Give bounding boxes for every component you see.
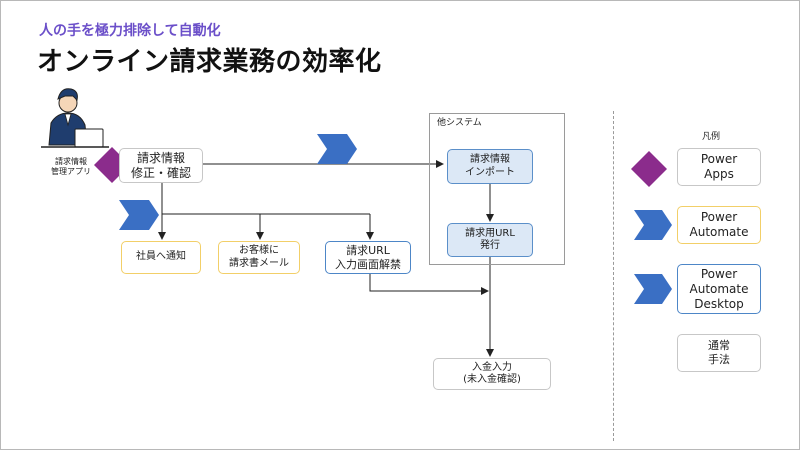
legend-divider	[613, 111, 614, 441]
import-box: 請求情報 インポート	[447, 149, 533, 184]
power-automate-chevron-icon	[119, 200, 159, 230]
other-system-region	[429, 113, 565, 265]
actor-label: 請求情報 管理アプリ	[51, 157, 91, 176]
legend-normal-method-box: 通常 手法	[677, 334, 761, 372]
slide-subtitle: 人の手を極力排除して自動化	[39, 23, 221, 39]
slide-title: オンライン請求業務の効率化	[37, 47, 382, 77]
legend-power-automate-desktop-icon	[634, 274, 672, 304]
power-automate-chevron-icon	[317, 134, 357, 164]
legend-power-apps-icon	[631, 151, 667, 187]
legend-title: 凡例	[701, 132, 720, 142]
other-system-label: 他システム	[437, 118, 482, 128]
payment-input-box: 入金入力 (未入金確認)	[433, 358, 551, 390]
person-at-laptop-icon	[41, 88, 109, 148]
url-issue-box: 請求用URL 発行	[447, 223, 533, 257]
url-disable-box: 請求URL 入力画面解禁	[325, 241, 411, 274]
customer-mail-box: お客様に 請求書メール	[218, 241, 300, 274]
notify-employee-box: 社員へ通知	[121, 241, 201, 274]
legend-power-automate-icon	[634, 210, 672, 240]
legend-power-automate-box: Power Automate	[677, 206, 761, 244]
edit-confirm-box: 請求情報 修正・確認	[119, 148, 203, 183]
legend-power-apps-box: Power Apps	[677, 148, 761, 186]
arrow-disable-to-payment	[369, 274, 489, 295]
legend-power-automate-desktop-box: Power Automate Desktop	[677, 264, 761, 314]
